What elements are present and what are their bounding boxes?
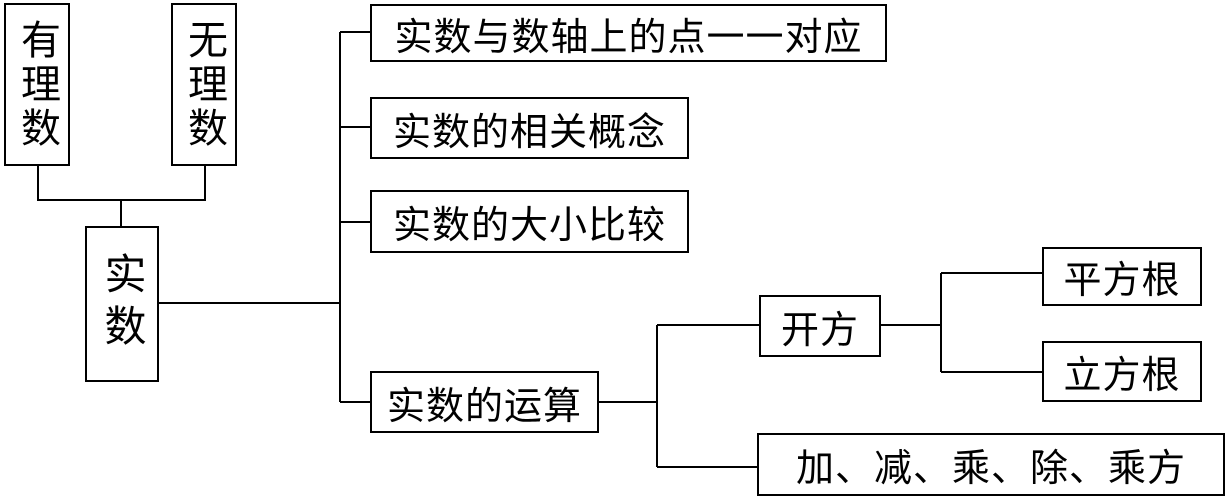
node-arithmetic-operations: 加、减、乘、除、乘方 <box>757 433 1225 496</box>
node-related-concepts: 实数的相关概念 <box>370 97 689 159</box>
node-cube-root: 立方根 <box>1042 341 1202 402</box>
node-irrational-number: 无理数 <box>171 3 237 166</box>
node-operations: 实数的运算 <box>370 371 599 433</box>
node-root-extraction: 开方 <box>759 295 881 357</box>
node-real-number: 实数 <box>85 226 159 382</box>
node-square-root: 平方根 <box>1042 247 1202 306</box>
node-size-comparison: 实数的大小比较 <box>370 190 689 253</box>
node-correspondence: 实数与数轴上的点一一对应 <box>370 4 887 62</box>
connector-rational-irrational <box>37 165 206 201</box>
node-rational-number: 有理数 <box>4 3 70 166</box>
